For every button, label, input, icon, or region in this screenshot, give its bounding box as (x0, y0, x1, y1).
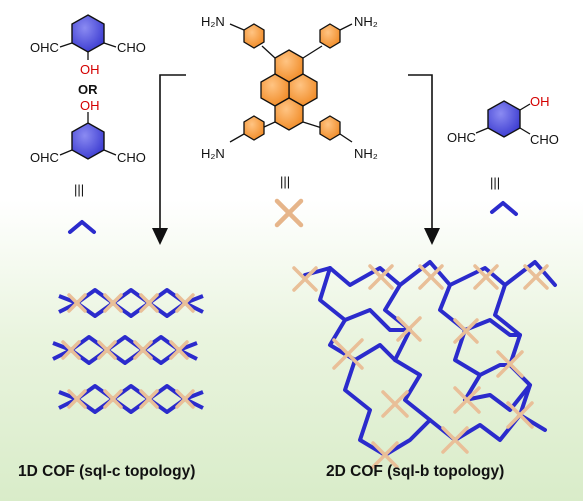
caption-1d-cof: 1D COF (sql-c topology) (18, 463, 196, 480)
h2n-label-1: H₂N (201, 14, 225, 29)
cof-1d-chain-2 (52, 335, 198, 365)
v-linker-icon-right (490, 201, 518, 216)
cho-label-1: CHO (117, 40, 146, 55)
cho-label-3: CHO (530, 132, 559, 147)
h2n-label-2: H₂N (201, 146, 225, 161)
nh2-label-2: NH₂ (354, 146, 378, 161)
dialdehyde-3-molecule: OH OHC CHO (447, 94, 559, 147)
cof-2d-structure (292, 260, 557, 469)
oh-label-2: OH (80, 98, 100, 113)
v-linker-icon (68, 220, 96, 234)
down-arrow-right (408, 74, 440, 245)
dialdehyde-2-molecule: OH OHC CHO (30, 98, 146, 165)
cof-1d-chain-1 (58, 288, 204, 318)
ohc-label-2: OHC (30, 150, 59, 165)
caption-2d-cof: 2D COF (sql-b topology) (326, 463, 505, 480)
oh-label-3: OH (530, 94, 550, 109)
cof-2d-nodes (292, 264, 549, 469)
down-arrow-left (152, 74, 186, 245)
nh2-label-1: NH₂ (354, 14, 378, 29)
ohc-label-1: OHC (30, 40, 59, 55)
equiv-right: ||| (490, 175, 500, 190)
pyrene-tetraamine-molecule: H₂N NH₂ H₂N NH₂ (201, 14, 378, 161)
cof-1d-structure (52, 288, 204, 414)
ohc-label-3: OHC (447, 130, 476, 145)
cho-label-2: CHO (117, 150, 146, 165)
cof-1d-chain-3 (58, 384, 204, 414)
or-label: OR (78, 82, 98, 97)
oh-label-1: OH (80, 62, 100, 77)
dialdehyde-1-molecule: OHC CHO OH (30, 14, 146, 77)
equiv-center: ||| (280, 174, 290, 189)
x-node-icon (274, 198, 304, 228)
equiv-left: ||| (74, 182, 84, 197)
